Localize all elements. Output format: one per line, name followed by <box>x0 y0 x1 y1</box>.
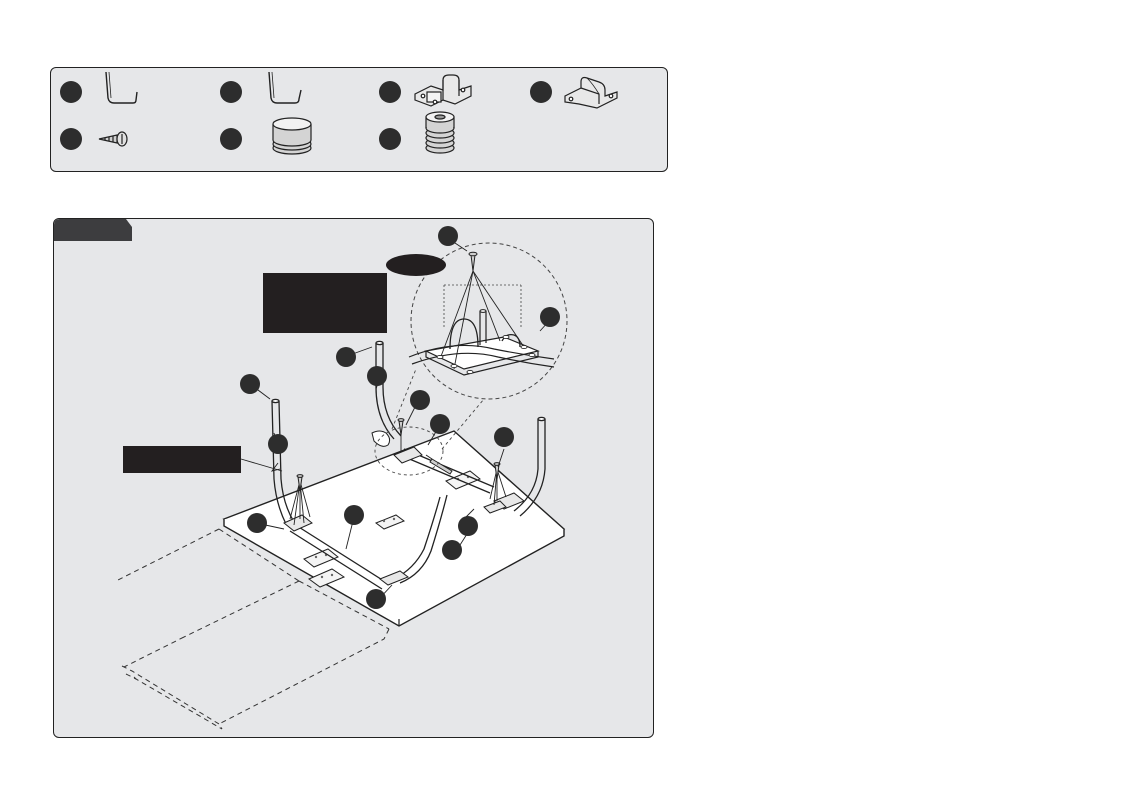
part-b-item <box>220 71 302 104</box>
part-g-callout <box>379 128 401 150</box>
flat-foot-cap-icon <box>272 117 312 155</box>
part-d-callout <box>530 81 552 103</box>
part-c-callout <box>379 81 401 103</box>
callout-right-bracket <box>458 516 478 536</box>
assembly-step-panel <box>53 218 654 738</box>
part-label-box <box>123 446 241 473</box>
assembly-step-drawing <box>54 219 568 730</box>
callout-right-screw <box>494 427 514 447</box>
callout-front-hinge <box>344 505 364 525</box>
detail-focus-ring <box>374 426 444 476</box>
callout-left-bracket <box>247 513 267 533</box>
tabletop-board <box>222 430 566 627</box>
part-f-item <box>220 117 312 155</box>
part-f-callout <box>220 128 242 150</box>
screw-icon <box>98 131 128 147</box>
parts-legend-drawing <box>60 71 618 155</box>
tabletop-extension-outline <box>115 528 390 730</box>
callout-markers <box>240 226 560 609</box>
hinge-bracket-icon <box>414 74 472 107</box>
callout-detail-screw <box>438 226 458 246</box>
bent-leg-bar-icon <box>105 71 138 104</box>
hinge-plates <box>303 470 481 588</box>
ribbed-foot-cap-icon <box>425 111 455 154</box>
screw-parts <box>296 418 501 492</box>
part-e-item <box>60 128 128 150</box>
callout-right-hinge <box>442 540 462 560</box>
bent-leg-bar-icon <box>268 71 302 104</box>
parts-legend-panel <box>50 67 668 172</box>
callout-center-screw <box>410 390 430 410</box>
hand-tool <box>371 430 391 447</box>
detail-connector-lines <box>391 368 485 450</box>
callout-center-bracket <box>430 414 450 434</box>
drill-bit <box>425 454 453 475</box>
step-number-tab <box>54 219 132 241</box>
part-b-callout <box>220 81 242 103</box>
callout-rear-leg <box>367 366 387 386</box>
callout-front-leg <box>366 589 386 609</box>
callout-rear-leg-top <box>336 347 356 367</box>
part-a-item <box>60 71 138 104</box>
part-e-callout <box>60 128 82 150</box>
callout-left-leg-top <box>240 374 260 394</box>
instruction-text-box <box>263 273 387 333</box>
part-d-item <box>530 76 618 109</box>
omega-bracket-icon <box>564 76 618 109</box>
part-a-callout <box>60 81 82 103</box>
hinge-holes <box>314 475 470 579</box>
part-g-item <box>379 111 455 154</box>
detail-view-oval-label <box>386 254 446 276</box>
mounting-brackets <box>283 446 525 586</box>
part-c-item <box>379 74 472 107</box>
callout-left-leg <box>268 434 288 454</box>
callout-detail-bracket <box>540 307 560 327</box>
magnified-detail-view <box>408 242 568 400</box>
